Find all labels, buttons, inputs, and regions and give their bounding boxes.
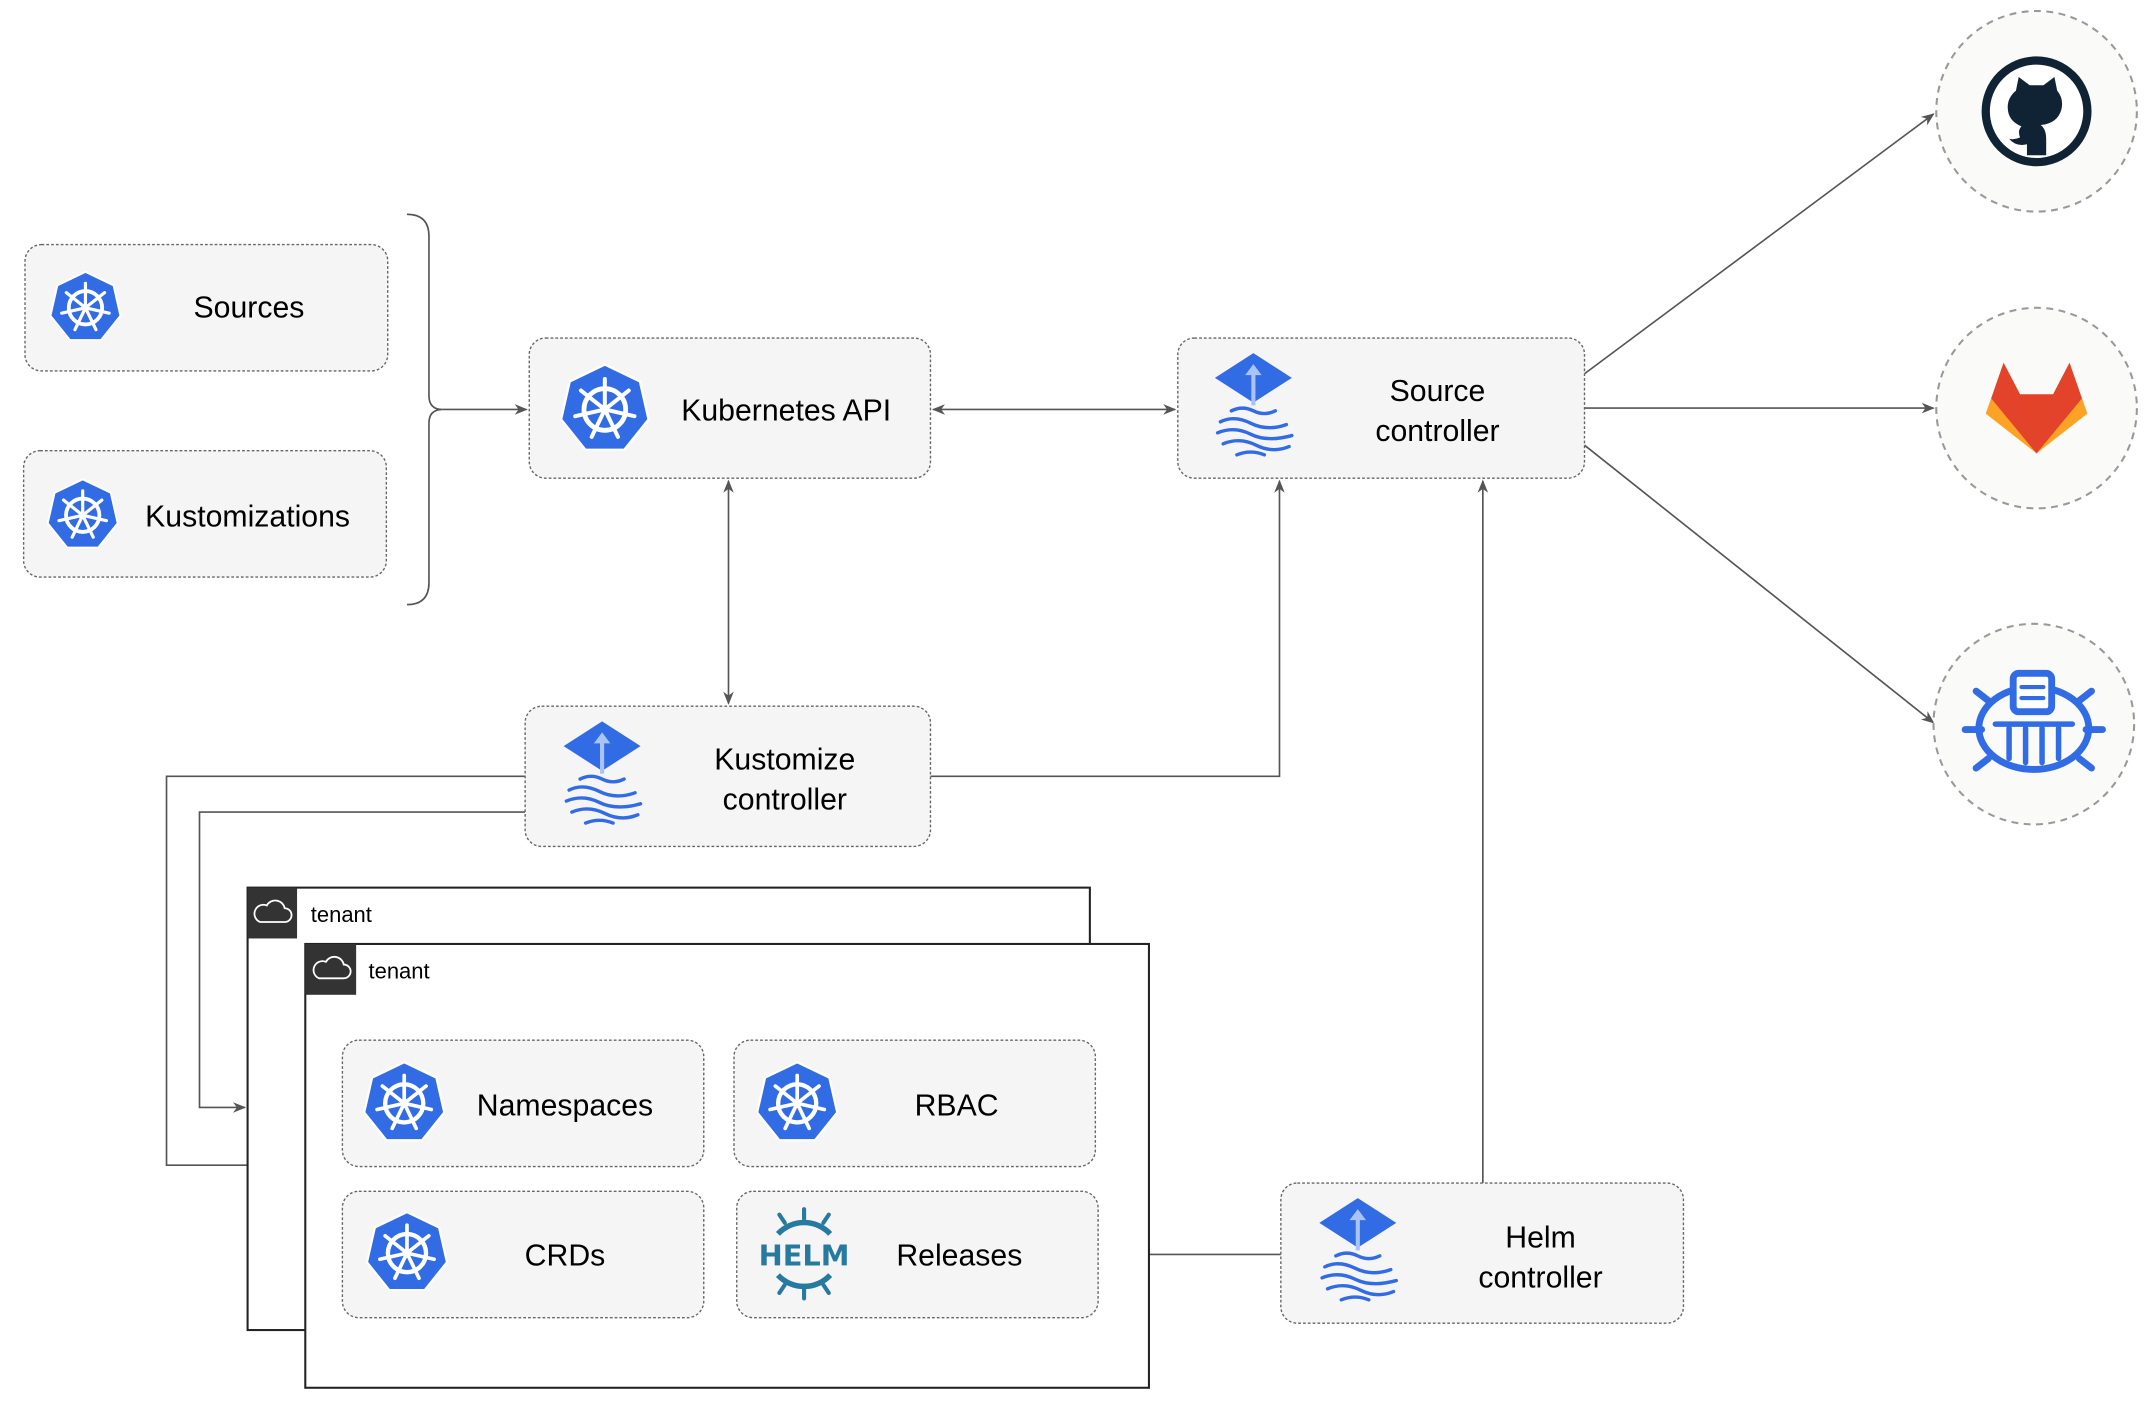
label-line-1: Source [1390, 375, 1486, 408]
node-source-controller[interactable]: Source controller [1177, 337, 1586, 479]
node-kubernetes-api[interactable]: Kubernetes API [528, 337, 932, 479]
edge-kustomize-tenant-back [198, 811, 526, 1113]
node-crds[interactable]: CRDs [341, 1190, 705, 1319]
label-line-1: Kustomize [714, 743, 855, 776]
label: Namespaces [477, 1090, 653, 1123]
label: Kustomizations [145, 500, 350, 533]
cloud-icon [312, 955, 352, 980]
label-line-2: controller [723, 783, 847, 816]
node-helm-controller[interactable]: Helm controller [1280, 1182, 1685, 1324]
svg-text:HELM: HELM [759, 1238, 850, 1272]
label: Sources [194, 291, 305, 324]
edge-source-helmrepo [1583, 444, 1935, 724]
edge-kustomize-source [930, 479, 1285, 778]
tenant-front[interactable]: tenant Namespaces RBAC CRDs [304, 942, 1150, 1389]
label: CRDs [525, 1239, 606, 1272]
cloud-icon [253, 899, 293, 923]
edge-source-github [1584, 113, 1935, 375]
node-releases[interactable]: HELM Releases [736, 1190, 1099, 1319]
github-source[interactable] [1935, 9, 2138, 213]
helm-repository-source[interactable] [1932, 622, 2136, 826]
node-rbac[interactable]: RBAC [733, 1039, 1097, 1168]
label: Kubernetes API [681, 394, 891, 427]
node-sources[interactable]: Sources [24, 243, 389, 372]
label-line-2: controller [1375, 415, 1499, 448]
label-line-1: Helm [1505, 1222, 1576, 1255]
node-kustomizations[interactable]: Kustomizations [22, 449, 388, 578]
gitlab-source[interactable] [1935, 306, 2138, 510]
node-kustomize-controller[interactable]: Kustomize controller [524, 705, 932, 848]
edge-kustomize-tenant-front [165, 775, 526, 1171]
label-line-2: controller [1478, 1261, 1602, 1294]
brace [406, 213, 443, 606]
label: Releases [896, 1239, 1022, 1272]
node-namespaces[interactable]: Namespaces [341, 1039, 705, 1168]
gitlab-icon [1985, 362, 2088, 454]
github-icon [1981, 56, 2092, 167]
helm-repository-icon [1961, 669, 2106, 773]
edges [165, 113, 1935, 1260]
helm-icon: HELM [759, 1207, 850, 1301]
label: RBAC [915, 1090, 999, 1123]
tenant-label: tenant [311, 902, 372, 927]
tenant-label: tenant [369, 958, 430, 983]
